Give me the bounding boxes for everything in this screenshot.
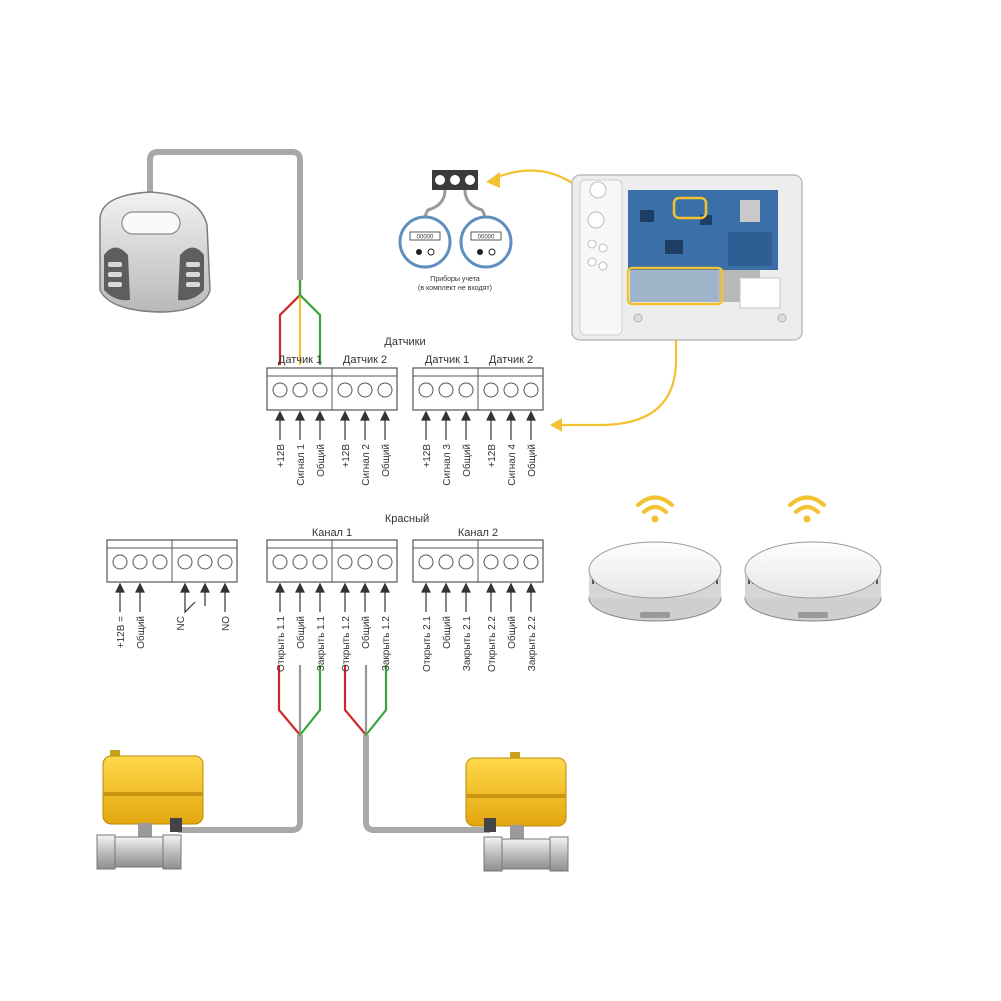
bottom-pin-labels: +12В = Общий NC NO Открыть 1.1 Общий Зак… [116,616,538,672]
meters-caption-line2: (в комплект не входят) [418,285,492,292]
pin-label-nc: NC [176,616,187,630]
pin-label: +12В [341,444,352,468]
pin-label: Общий [315,444,327,477]
meter-display-1: 00000 [417,235,434,241]
wifi-icon [636,495,674,514]
pin-label: Общий [441,616,453,649]
wireless-sensor-icon [588,541,722,622]
pin-label: Открыть 1.1 [276,616,287,672]
callout-arrow-meters [494,169,576,186]
pin-label: Открыть 1.2 [341,616,352,672]
wifi-icon [788,495,826,514]
pin-label: Закрыть 2.2 [527,616,538,672]
meter-connector [432,170,478,190]
channel-terminal-1: Канал 1 [266,527,398,583]
pin-label: +12В [422,444,433,468]
pin-label: Общий [526,444,538,477]
pin-label: Сигнал 2 [361,444,372,486]
red-header: Красный [385,513,429,525]
valve-2-cable [363,735,490,833]
pin-label: Общий [295,616,307,649]
water-meter-icon: 00000 [459,215,513,269]
pin-label: Общий [135,616,147,649]
bottom-pin-arrows [115,582,536,614]
leak-sensor-icon [99,191,211,313]
pin-label: Общий [461,444,473,477]
pin-label: Закрыть 1.1 [316,616,327,672]
sensor-wire-split [278,280,322,365]
pin-label: Закрыть 1.2 [381,616,392,672]
sensor-cable [147,149,303,280]
pin-label: Общий [506,616,518,649]
pin-label: Общий [380,444,392,477]
valve-1-wire-split [277,665,322,736]
pin-label: Открыть 2.2 [487,616,498,672]
meter-wires [423,189,487,221]
wifi-dot [651,515,659,523]
pin-label: +12В [276,444,287,468]
right-group1-label: Датчик 1 [425,354,469,366]
wireless-sensor-icon [744,541,882,622]
water-meter-icon: 00000 [398,215,452,269]
channel-2-title: Канал 2 [458,527,498,539]
arrow-head-meters [486,172,500,188]
valve-1-cable [178,735,303,833]
pin-label: Открыть 2.1 [422,616,433,672]
sensor-pin-arrows [275,410,536,440]
pin-label: Сигнал 1 [296,444,307,486]
callout-arrow-sensors [560,305,678,427]
wifi-dot [803,515,811,523]
pin-label: Закрыть 2.1 [462,616,473,672]
ball-valve-icon [465,752,569,872]
left-group1-label: Датчик 1 [278,354,322,366]
meters-caption-line1: Приборы учета [430,275,480,283]
valve-2-wire-split [343,665,388,736]
meter-display-2: 00000 [478,235,495,241]
pin-label-no: NO [221,616,232,631]
sensor-pin-labels: +12В Сигнал 1 Общий +12В Сигнал 2 Общий … [276,444,538,486]
controller-box-icon [571,174,803,341]
left-group2-label: Датчик 2 [343,354,387,366]
right-group2-label: Датчик 2 [489,354,533,366]
power-terminal [106,539,238,583]
ball-valve-icon [96,750,204,870]
sensors-header: Датчики [384,336,425,348]
channel-1-title: Канал 1 [312,527,352,539]
pin-label: Сигнал 3 [442,444,453,486]
pin-label: Сигнал 4 [507,444,518,486]
pin-label: +12В = [116,616,127,648]
sensor-terminal-left: Датчик 1 Датчик 2 [266,354,398,411]
channel-terminal-2: Канал 2 [412,527,544,583]
pin-label: +12В [487,444,498,468]
arrow-head-sensors [550,418,562,432]
pin-label: Общий [360,616,372,649]
sensor-terminal-right: Датчик 1 Датчик 2 [412,354,544,411]
